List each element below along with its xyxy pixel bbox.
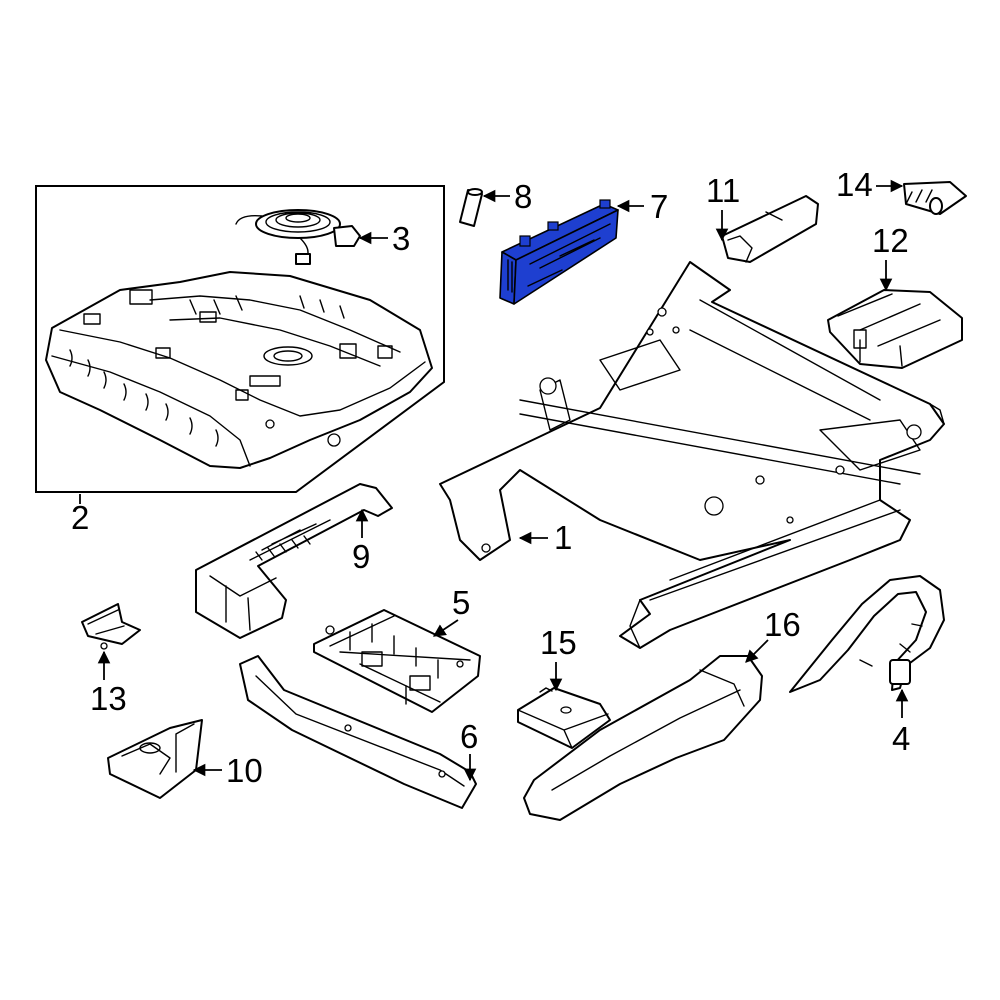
part-1-seat-frame[interactable]	[439, 261, 945, 649]
callout-11-label: 11	[706, 172, 740, 209]
callout-2-label: 2	[71, 499, 89, 536]
part-12-cover[interactable]	[827, 289, 963, 369]
part-7-control-module[interactable]	[499, 199, 619, 305]
callout-16: 16	[745, 606, 801, 663]
callout-5: 5	[432, 584, 470, 637]
callout-11: 11	[706, 172, 740, 242]
callout-6: 6	[460, 718, 478, 782]
callout-15-label: 15	[540, 624, 577, 661]
callout-10-label: 10	[226, 752, 263, 789]
callout-4-label: 4	[892, 720, 910, 757]
callout-1: 1	[518, 519, 572, 556]
callout-3: 3	[358, 220, 410, 257]
callout-12-label: 12	[872, 222, 909, 259]
callout-1-label: 1	[554, 519, 572, 556]
part-2-seat-cushion-frame[interactable]	[45, 271, 433, 469]
callout-13: 13	[90, 650, 127, 717]
part-14-clip[interactable]	[903, 181, 967, 215]
callout-7-label: 7	[650, 188, 668, 225]
callout-9: 9	[352, 508, 370, 575]
part-6-long-trim[interactable]	[239, 655, 477, 809]
part-16-side-shield[interactable]	[523, 655, 763, 821]
callout-8: 8	[482, 178, 532, 215]
callout-15: 15	[540, 624, 577, 692]
callout-10: 10	[192, 752, 263, 789]
callout-5-label: 5	[452, 584, 470, 621]
callout-2: 2	[71, 494, 89, 536]
callout-14-label: 14	[836, 166, 873, 203]
callout-9-label: 9	[352, 538, 370, 575]
callout-3-label: 3	[392, 220, 410, 257]
part-9-side-trim[interactable]	[195, 483, 393, 639]
part-2-group-frame	[35, 185, 445, 493]
part-3-sensor-coil[interactable]	[235, 209, 361, 265]
part-10-block[interactable]	[107, 719, 203, 799]
callout-16-label: 16	[764, 606, 801, 643]
callout-8-label: 8	[514, 178, 532, 215]
part-11-trim-cover[interactable]	[721, 195, 819, 263]
part-8-pin[interactable]	[459, 188, 483, 227]
callout-4: 4	[892, 688, 910, 757]
callout-6-label: 6	[460, 718, 478, 755]
part-5-tray[interactable]	[313, 609, 481, 713]
callout-14: 14	[836, 166, 904, 203]
callout-12: 12	[872, 222, 909, 292]
part-4-wiring-harness[interactable]	[789, 575, 945, 693]
part-13-bracket[interactable]	[81, 603, 141, 650]
callout-13-label: 13	[90, 680, 127, 717]
callout-7: 7	[616, 188, 668, 225]
